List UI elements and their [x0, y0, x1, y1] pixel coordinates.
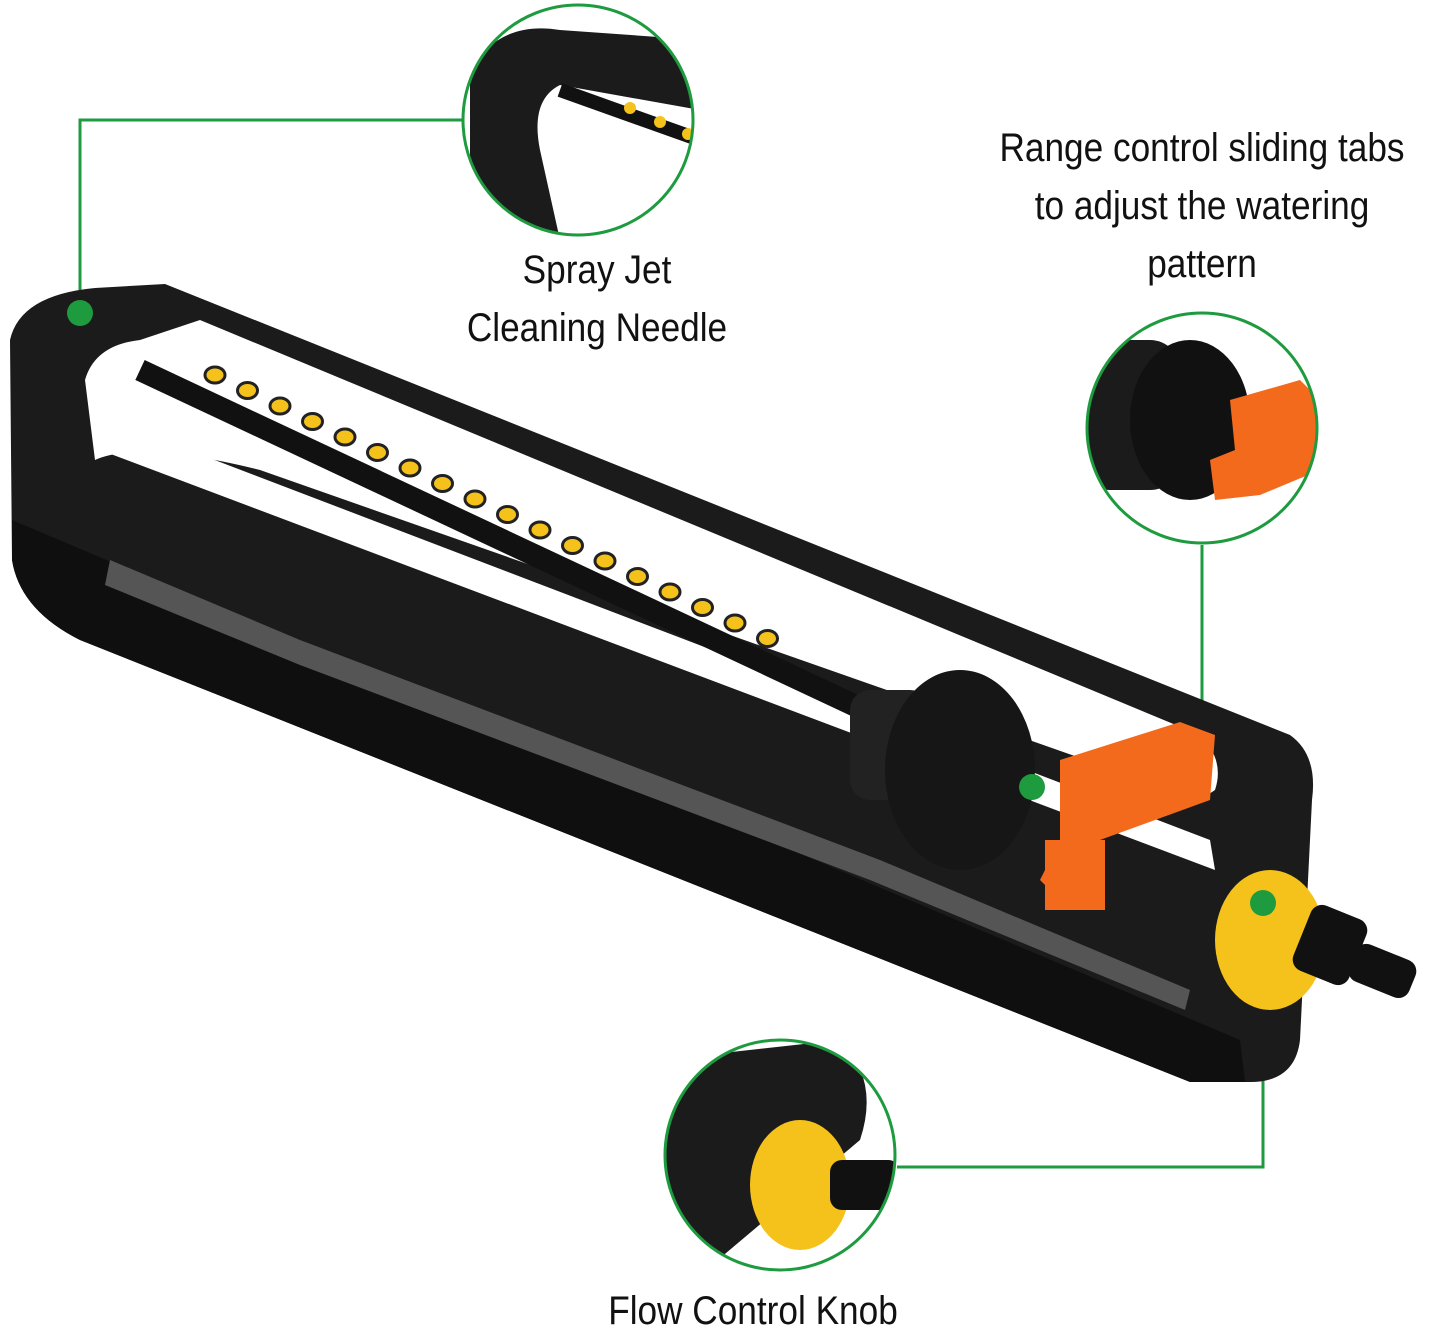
spray-jet-label-line2: Cleaning Needle: [466, 306, 728, 350]
spray-jet-nozzle: [626, 567, 649, 586]
spray-jet-callout: Spray Jet Cleaning Needle: [421, 241, 773, 357]
flow-control-knob: [1215, 870, 1417, 1010]
spray-jet-nozzle: [398, 458, 422, 478]
range-control-callout: Range control sliding tabs to adjust the…: [938, 119, 1445, 293]
range-control-detail-circle: [1085, 311, 1319, 545]
range-control-label-line2: to adjust the watering: [1034, 184, 1370, 228]
spray-jet-detail-circle: [461, 3, 695, 237]
sprinkler-frame: [10, 284, 1314, 1082]
spray-jet-nozzle: [756, 629, 779, 648]
spray-jet-label-line1: Spray Jet: [522, 248, 672, 292]
spray-jet-nozzle: [463, 489, 487, 509]
spray-jet-nozzle: [561, 536, 584, 555]
flow-control-marker-dot: [1250, 890, 1276, 916]
range-control-label-line1: Range control sliding tabs: [999, 126, 1405, 170]
spray-jet-nozzle: [496, 505, 519, 524]
range-control-marker-dot: [1019, 774, 1045, 800]
spray-jet-marker-dot: [67, 300, 93, 326]
spray-jet-nozzle: [723, 613, 747, 633]
spray-tube: [135, 360, 895, 732]
spray-jet-nozzle: [593, 551, 617, 571]
range-control-assembly: [850, 670, 1215, 910]
range-control-label-line3: pattern: [1147, 242, 1257, 286]
spray-jet-nozzle: [366, 443, 389, 462]
spray-jet-nozzle: [658, 582, 682, 602]
spray-jet-nozzle: [333, 427, 357, 447]
spray-jet-nozzle: [203, 365, 227, 385]
flow-control-detail-circle: [663, 1038, 897, 1272]
spray-jet-nozzle: [528, 520, 552, 540]
spray-jet-nozzle: [301, 412, 324, 431]
spray-jet-nozzle: [691, 598, 714, 617]
spray-jet-leader-line: [78, 118, 462, 313]
flow-control-label: Flow Control Knob: [608, 1289, 898, 1330]
spray-jet-nozzle: [236, 381, 259, 400]
spray-jet-nozzle: [268, 396, 292, 416]
spray-jet-nozzle: [431, 474, 454, 493]
